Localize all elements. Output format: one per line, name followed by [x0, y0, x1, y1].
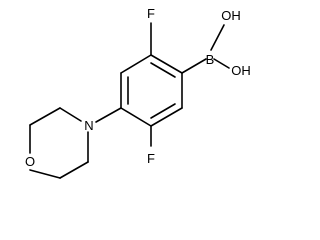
atom-fluorine-bottom: F: [147, 151, 155, 166]
atom-nitrogen: N: [84, 118, 93, 133]
benzene-ring: [120, 54, 183, 127]
bond-c-n: [95, 107, 122, 123]
morpholine-ring: [29, 107, 89, 179]
bond-c-b: [181, 58, 207, 74]
bond-b-oh-bottom: [213, 58, 230, 69]
bond-c-c-lower: [59, 161, 89, 179]
bond-o-c-lower: [29, 169, 61, 179]
bond-c-c-upper: [29, 107, 61, 126]
bond-ring-c4-c5: [120, 107, 152, 127]
bond-n-c-upper: [59, 107, 82, 122]
double-bond-inner-3: [150, 103, 176, 119]
bond-ring-c5-c6: [150, 107, 183, 127]
chemical-structure: F F B OH OH N O: [25, 6, 251, 179]
double-bond-inner-1: [150, 62, 176, 78]
atom-hydroxyl-bottom: OH: [231, 63, 251, 78]
atom-hydroxyl-top: OH: [221, 8, 241, 23]
atom-fluorine-top: F: [147, 6, 155, 21]
bond-ring-c2-c3: [120, 54, 152, 74]
atom-oxygen: O: [25, 154, 35, 169]
bond-b-oh-top: [210, 24, 225, 51]
bond-ring-c1-c2: [150, 54, 183, 74]
atom-boron: B: [206, 52, 215, 67]
